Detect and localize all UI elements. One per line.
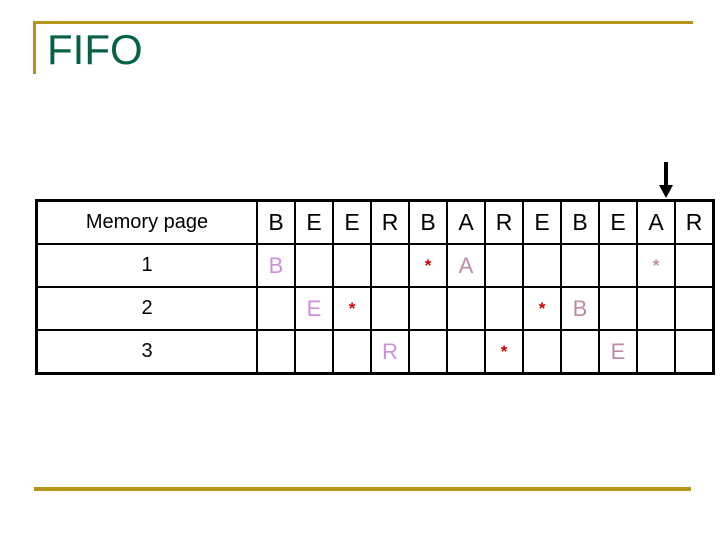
frame-cell: E (294, 286, 334, 331)
reference-header-cell: R (370, 199, 410, 245)
frame-cell (256, 329, 296, 375)
frame-cell: * (484, 329, 524, 375)
reference-header-cell: B (560, 199, 600, 245)
table-row: 3 R * E (35, 329, 715, 375)
frame-cell (560, 243, 600, 288)
frame-cell (674, 243, 715, 288)
frame-cell (484, 243, 524, 288)
reference-header-cell: B (408, 199, 448, 245)
frame-cell (598, 286, 638, 331)
fifo-page-replacement-table: Memory page B E E R B A R E B E A R 1 B … (35, 199, 715, 375)
reference-header-cell: E (522, 199, 562, 245)
frame-cell (408, 286, 448, 331)
title-rule-left (33, 21, 36, 74)
reference-header-cell: E (294, 199, 334, 245)
frame-cell (370, 243, 410, 288)
frame-cell (294, 243, 334, 288)
frame-cell (674, 286, 715, 331)
frame-cell (408, 329, 448, 375)
arrow-down-icon (655, 162, 677, 198)
frame-cell (484, 286, 524, 331)
frame-cell (294, 329, 334, 375)
reference-header-cell: A (446, 199, 486, 245)
frame-cell (256, 286, 296, 331)
frame-cell: R (370, 329, 410, 375)
frame-cell (522, 243, 562, 288)
reference-header-cell: E (332, 199, 372, 245)
frame-label: 3 (35, 329, 258, 375)
title-rule-top (33, 21, 693, 24)
table-row: 2 E * * B (35, 286, 715, 331)
memory-page-header-label: Memory page (35, 199, 258, 245)
frame-label: 2 (35, 286, 258, 331)
frame-cell (522, 329, 562, 375)
frame-cell (636, 329, 676, 375)
frame-cell (370, 286, 410, 331)
frame-cell (560, 329, 600, 375)
reference-header-cell: B (256, 199, 296, 245)
frame-cell (332, 329, 372, 375)
frame-cell: B (560, 286, 600, 331)
frame-cell (598, 243, 638, 288)
frame-cell: A (446, 243, 486, 288)
frame-cell: B (256, 243, 296, 288)
page-title: FIFO (47, 26, 143, 73)
table-row: 1 B * A * (35, 243, 715, 288)
frame-cell: E (598, 329, 638, 375)
frame-cell: * (522, 286, 562, 331)
table-header-row: Memory page B E E R B A R E B E A R (35, 199, 715, 245)
frame-cell: * (332, 286, 372, 331)
frame-cell (636, 286, 676, 331)
frame-cell (332, 243, 372, 288)
table-body: Memory page B E E R B A R E B E A R 1 B … (35, 199, 715, 375)
reference-header-cell: E (598, 199, 638, 245)
frame-cell: * (408, 243, 448, 288)
frame-cell: * (636, 243, 676, 288)
reference-header-cell: A (636, 199, 676, 245)
reference-header-cell: R (674, 199, 715, 245)
frame-cell (446, 329, 486, 375)
reference-header-cell: R (484, 199, 524, 245)
frame-cell (446, 286, 486, 331)
frame-label: 1 (35, 243, 258, 288)
footer-rule (34, 487, 691, 491)
frame-cell (674, 329, 715, 375)
